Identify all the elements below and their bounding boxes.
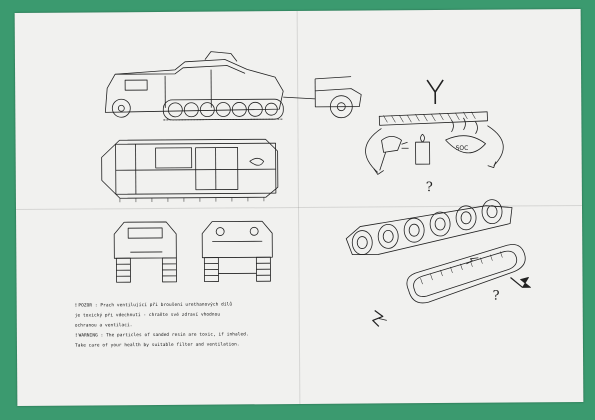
warning-en-line2: Take care of your health by suitable fil… [74, 342, 240, 349]
question-mark-bottom: ? [493, 289, 500, 304]
halftrack-front-view [113, 221, 177, 283]
sanding-hazard-diagram: SOC [365, 79, 504, 175]
svg-text:SOC: SOC [456, 145, 469, 152]
question-mark-top: ? [426, 180, 433, 195]
warning-en-text-1: WARNING : The particles of sanded resin … [78, 332, 249, 339]
halftrack-top-view [101, 138, 279, 203]
instruction-sheet: SOC [14, 9, 584, 406]
halftrack-side-view [104, 51, 362, 121]
exclamation-icon: ! [74, 333, 78, 339]
marker-small [372, 309, 387, 327]
track-assembly-part [406, 244, 531, 304]
road-wheels-part [345, 199, 513, 256]
exclamation-icon: ! [74, 303, 78, 309]
warning-cz-text-1: POZOR : Prach ventilující při broušení u… [78, 302, 233, 309]
drawings-layer: SOC [101, 51, 531, 327]
halftrack-rear-view [201, 220, 273, 283]
warning-text-block: !POZOR : Prach ventilující při broušení … [75, 300, 325, 352]
